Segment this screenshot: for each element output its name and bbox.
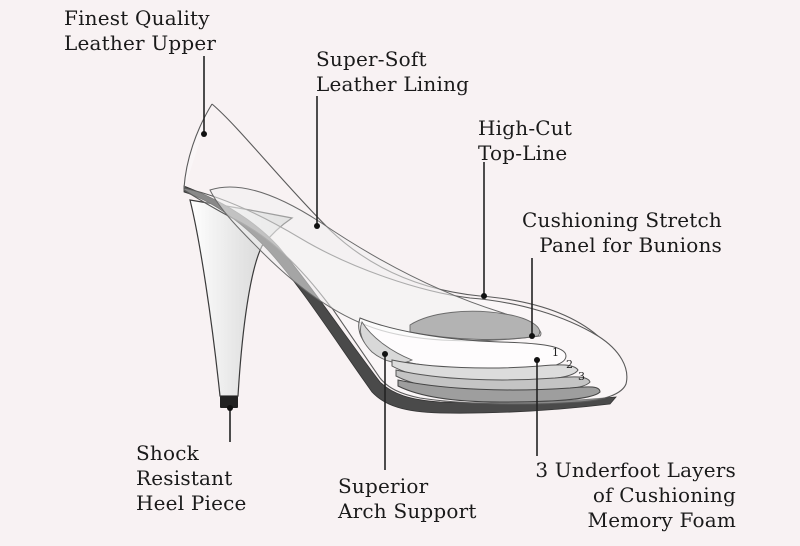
layer-number-2: 2 [566, 358, 573, 371]
label-underfoot-layers: 3 Underfoot Layers of Cushioning Memory … [535, 458, 736, 532]
layer-number-1: 1 [552, 346, 559, 359]
leader-lines [203, 56, 538, 470]
label-top-line: High-Cut Top-Line [478, 116, 573, 165]
cushion-layer-3 [397, 379, 601, 403]
layer-number-3: 3 [578, 370, 585, 383]
label-stretch-panel: Cushioning Stretch Panel for Bunions [522, 208, 722, 257]
label-leather-lining: Super-Soft Leather Lining [316, 47, 470, 96]
leader-dots [201, 131, 540, 411]
label-heel-piece: Shock Resistant Heel Piece [136, 441, 247, 515]
label-leather-upper: Finest Quality Leather Upper [64, 6, 217, 55]
heel-tip [220, 396, 238, 408]
leather-lining [209, 186, 542, 342]
label-arch-support: Superior Arch Support [338, 474, 477, 523]
stretch-panel [409, 310, 541, 340]
